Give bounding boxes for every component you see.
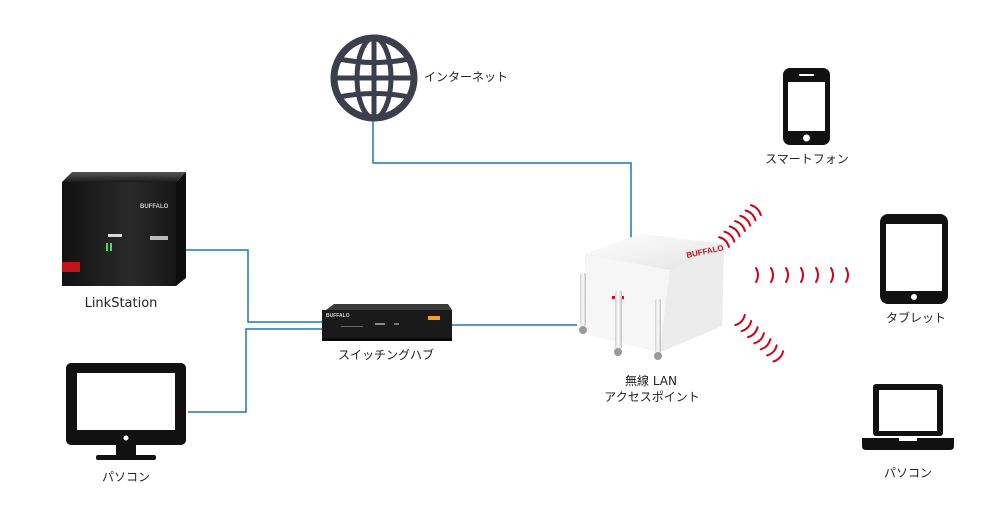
label-smartphone: スマートフォン xyxy=(765,152,849,166)
wave-arc-to-laptop xyxy=(746,326,759,339)
wave-arc-to-smartphone xyxy=(739,214,752,227)
wave-arc-to-tablet xyxy=(830,267,834,283)
label-pc-left: パソコン xyxy=(101,470,151,484)
wire-linkstation-to-hub xyxy=(186,249,322,323)
wave-arc-to-tablet xyxy=(755,267,759,283)
label-access-point-line2: アクセスポイント xyxy=(604,390,700,404)
label-tablet: タブレット xyxy=(885,311,947,325)
buffalo-logo-nas: BUFFALO xyxy=(140,204,169,210)
wires xyxy=(186,120,632,413)
wave-arc-to-tablet xyxy=(785,267,789,283)
hub-icon xyxy=(322,304,452,341)
label-switching-hub: スイッチングハブ xyxy=(337,348,435,362)
smartphone-icon xyxy=(783,68,830,145)
wire-internet-to-access-point xyxy=(372,120,632,240)
wave-arc-to-tablet xyxy=(845,267,849,283)
label-access-point-line1: 無線 LAN xyxy=(625,374,677,388)
wave-arc-to-laptop xyxy=(740,320,753,333)
wave-arc-to-smartphone xyxy=(728,225,741,238)
wave-arc-to-laptop xyxy=(753,332,765,345)
buffalo-logo-hub: BUFFALO xyxy=(326,313,350,319)
wave-arc-to-laptop xyxy=(759,338,772,351)
label-pc-right: パソコン xyxy=(883,466,933,480)
wave-arc-to-tablet xyxy=(815,267,819,283)
wave-arc-to-smartphone xyxy=(734,220,746,232)
wave-arc-to-smartphone xyxy=(744,209,757,222)
label-linkstation: LinkStation xyxy=(84,296,158,311)
wave-arc-to-tablet xyxy=(770,267,774,283)
nas-icon xyxy=(62,172,186,286)
wave-arc-to-smartphone xyxy=(718,236,730,248)
wave-arc-to-laptop xyxy=(772,350,785,363)
wire-pc-to-hub xyxy=(188,328,322,413)
wave-arc-to-laptop xyxy=(734,313,746,327)
wave-arc-to-smartphone xyxy=(723,230,736,243)
monitor-icon xyxy=(66,363,186,460)
tablet-icon xyxy=(880,214,948,304)
wireless-waves xyxy=(718,204,849,363)
laptop-icon xyxy=(862,384,954,450)
globe-icon xyxy=(330,34,418,122)
wave-arc-to-tablet xyxy=(800,267,804,283)
wave-arc-to-smartphone xyxy=(749,204,762,217)
label-internet: インターネット xyxy=(424,70,509,84)
wave-arc-to-laptop xyxy=(766,344,778,357)
access-point-icon xyxy=(579,234,724,360)
